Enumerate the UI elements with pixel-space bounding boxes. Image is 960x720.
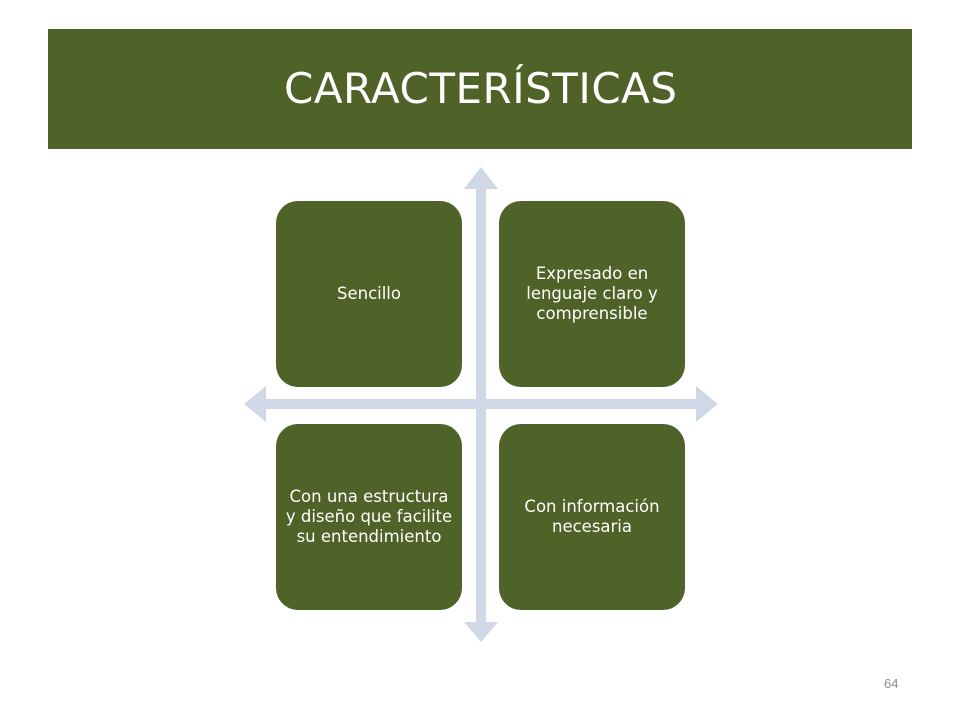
box-informacion-necesaria: Con información necesaria <box>499 424 685 610</box>
box-estructura-diseno: Con una estructura y diseño que facilite… <box>276 424 462 610</box>
box-label: Con una estructura y diseño que facilite… <box>285 487 453 546</box>
box-sencillo: Sencillo <box>276 201 462 387</box>
box-label: Sencillo <box>336 284 401 303</box>
slide-title: CARACTERÍSTICAS <box>284 64 678 113</box>
box-label: Con información necesaria <box>524 497 660 536</box>
box-label: Expresado en lenguaje claro y comprensib… <box>526 264 658 323</box>
box-lenguaje-claro: Expresado en lenguaje claro y comprensib… <box>499 201 685 387</box>
page-number: 64 <box>884 676 899 691</box>
title-bar: CARACTERÍSTICAS <box>48 29 912 149</box>
horizontal-arrow <box>244 386 718 422</box>
